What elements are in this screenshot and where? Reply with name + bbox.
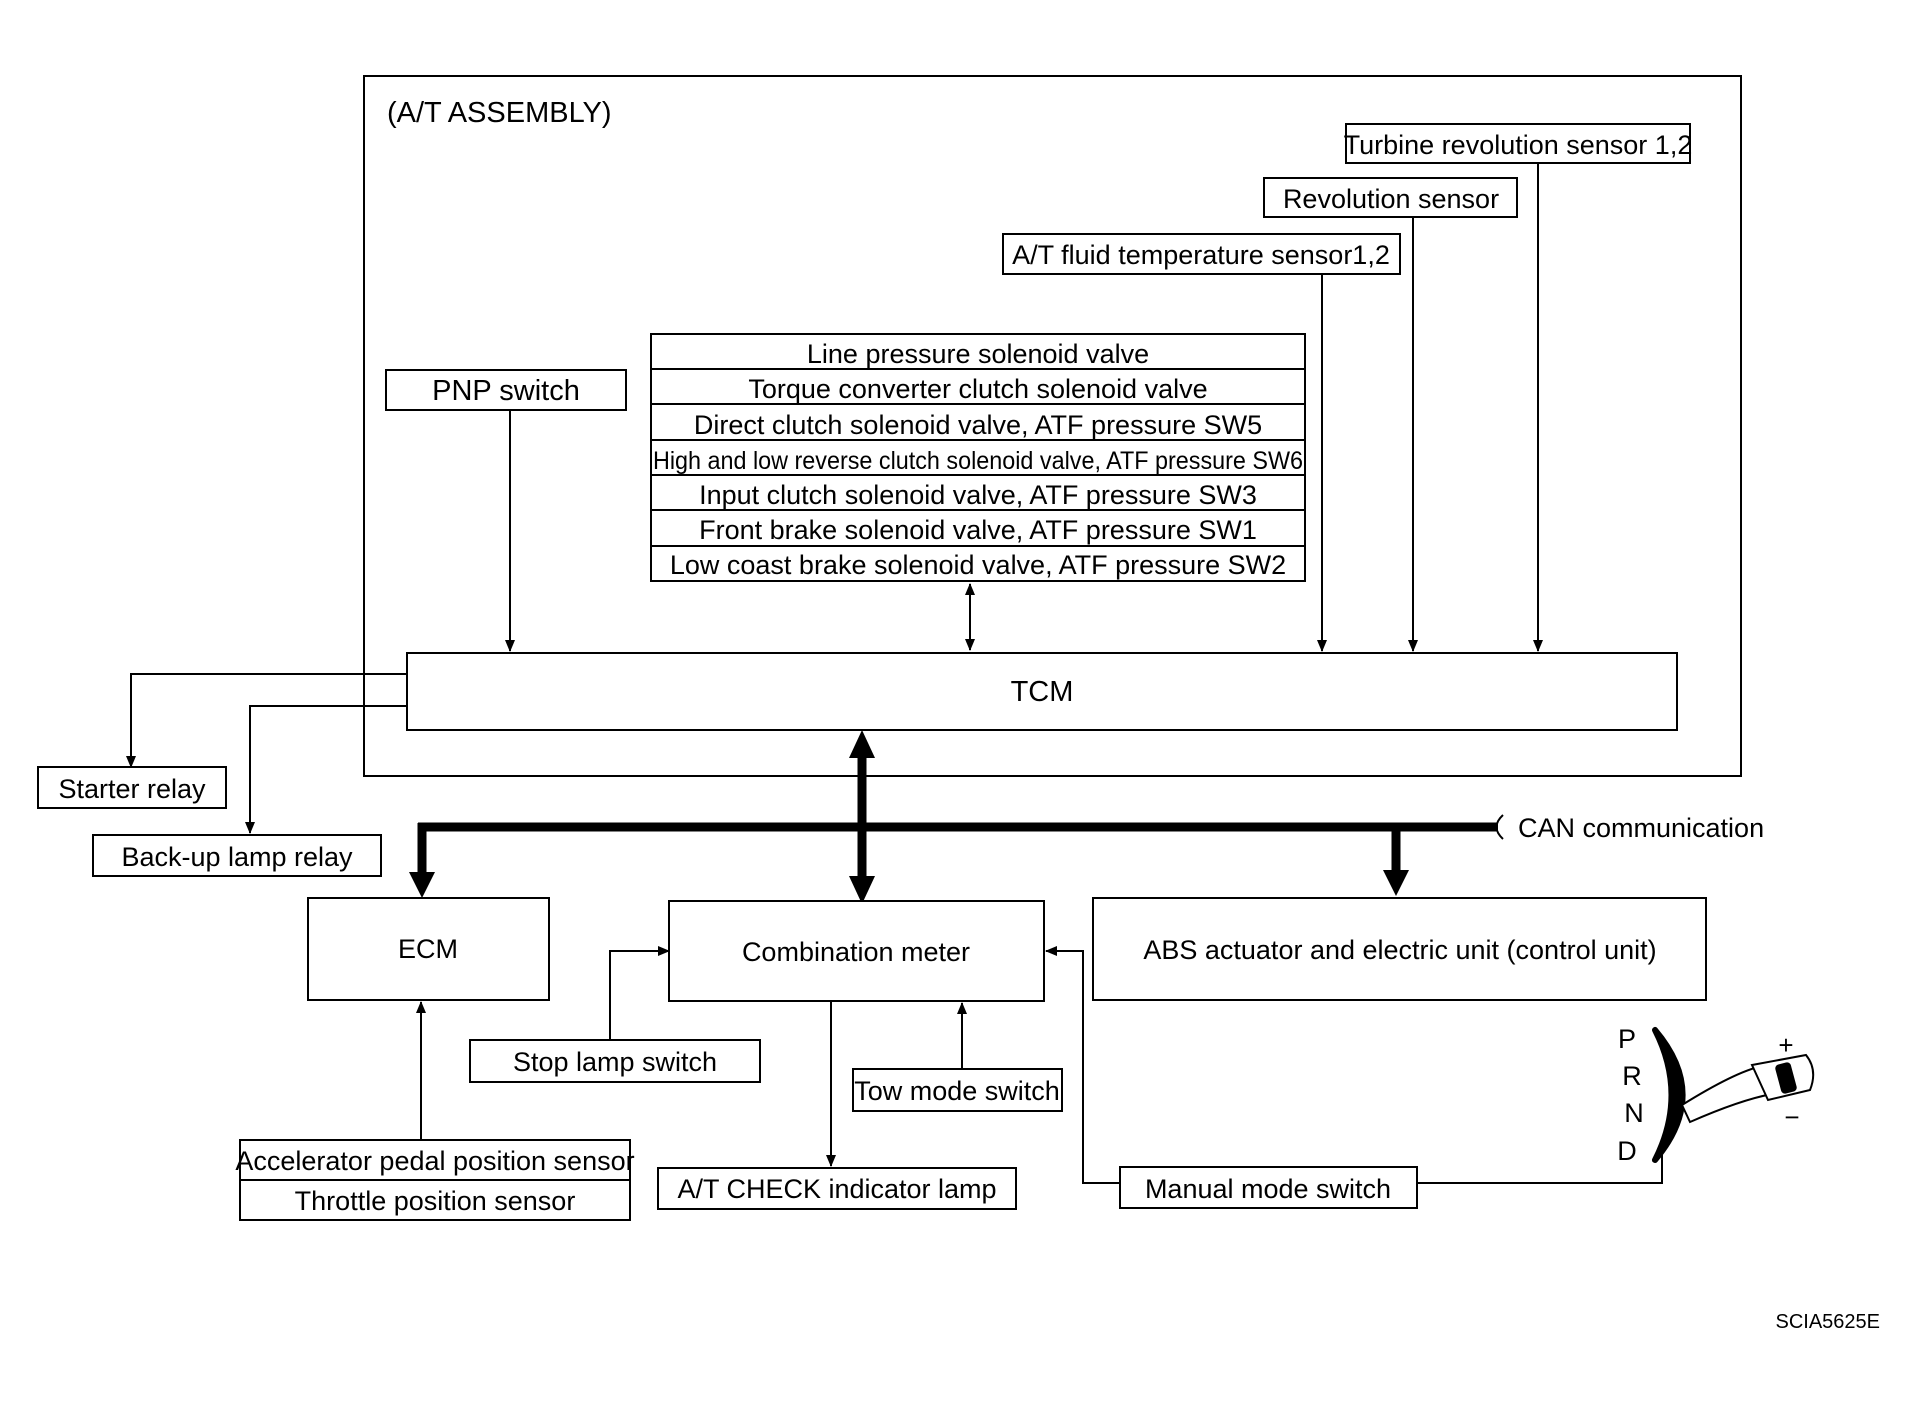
pnp-switch-label: PNP switch	[432, 375, 580, 407]
tcm-to-starter-relay-arrow	[126, 673, 407, 768]
manual-mode-switch: Manual mode switch	[1119, 1166, 1418, 1209]
combination-meter-label: Combination meter	[742, 937, 970, 967]
solenoid-item: High and low reverse clutch solenoid val…	[653, 447, 1303, 475]
pnp-switch: PNP switch	[385, 369, 627, 411]
abs-actuator-unit-label: ABS actuator and electric unit (control …	[1143, 935, 1656, 965]
backup-lamp-relay: Back-up lamp relay	[92, 834, 382, 877]
tcm-label: TCM	[1011, 676, 1074, 708]
at-check-indicator-lamp-label: A/T CHECK indicator lamp	[677, 1174, 996, 1204]
solenoid-valve-stack: Line pressure solenoid valve Torque conv…	[650, 333, 1306, 582]
turbine-revolution-sensor: Turbine revolution sensor 1,2	[1344, 123, 1693, 164]
starter-relay-label: Starter relay	[58, 774, 206, 804]
ecm: ECM	[307, 897, 550, 1001]
shift-position-d: D	[1617, 1136, 1637, 1166]
manual-mode-switch-label: Manual mode switch	[1145, 1174, 1391, 1204]
can-communication-label: CAN communication	[1518, 813, 1764, 843]
shift-position-r: R	[1622, 1061, 1642, 1091]
at-assembly-title: (A/T ASSEMBLY)	[387, 97, 612, 129]
tcm: TCM	[406, 652, 1678, 731]
revolution-sensor: Revolution sensor	[1263, 177, 1518, 218]
shift-position-p: P	[1618, 1024, 1636, 1054]
combination-meter: Combination meter	[668, 900, 1045, 1002]
abs-actuator-unit: ABS actuator and electric unit (control …	[1092, 897, 1707, 1001]
stop-lamp-switch: Stop lamp switch	[469, 1039, 761, 1083]
at-check-indicator-lamp: A/T CHECK indicator lamp	[657, 1167, 1017, 1210]
backup-lamp-relay-label: Back-up lamp relay	[121, 842, 353, 872]
fluid-temperature-sensor-label: A/T fluid temperature sensor1,2	[1012, 240, 1390, 270]
accelerator-pedal-sensor-label: Accelerator pedal position sensor	[235, 1146, 634, 1176]
ecm-label: ECM	[398, 934, 458, 964]
solenoid-item: Front brake solenoid valve, ATF pressure…	[699, 515, 1257, 545]
accel-throttle-sensors: Accelerator pedal position sensor Thrott…	[235, 1139, 635, 1221]
tcm-to-backup-lamp-relay-arrow	[245, 705, 407, 834]
figure-code: SCIA5625E	[1775, 1311, 1880, 1333]
at-assembly-frame	[363, 75, 1742, 777]
manual-mode-to-meter-arrow	[1045, 946, 1120, 1184]
starter-relay: Starter relay	[37, 766, 227, 809]
shift-lever-icon: P R N D + −	[1617, 1024, 1815, 1166]
throttle-position-sensor-label: Throttle position sensor	[295, 1186, 576, 1216]
solenoid-item: Direct clutch solenoid valve, ATF pressu…	[694, 410, 1262, 440]
solenoid-item: Torque converter clutch solenoid valve	[748, 374, 1207, 404]
shift-position-n: N	[1624, 1098, 1644, 1128]
tow-mode-switch-label: Tow mode switch	[854, 1076, 1060, 1106]
fluid-temperature-sensor: A/T fluid temperature sensor1,2	[1002, 233, 1401, 275]
solenoid-item: Input clutch solenoid valve, ATF pressur…	[699, 480, 1257, 510]
shift-minus-label: −	[1784, 1102, 1799, 1132]
can-bus	[409, 730, 1504, 904]
shifter-to-manual-mode-line	[1417, 1150, 1663, 1184]
shift-plus-label: +	[1778, 1030, 1793, 1060]
tow-mode-switch: Tow mode switch	[852, 1068, 1063, 1112]
stop-lamp-switch-label: Stop lamp switch	[513, 1047, 717, 1077]
solenoid-item: Low coast brake solenoid valve, ATF pres…	[670, 550, 1286, 580]
turbine-revolution-sensor-label: Turbine revolution sensor 1,2	[1344, 130, 1693, 160]
solenoid-item: Line pressure solenoid valve	[807, 339, 1149, 369]
stop-lamp-to-meter-arrow	[609, 946, 670, 1040]
revolution-sensor-label: Revolution sensor	[1283, 184, 1499, 214]
